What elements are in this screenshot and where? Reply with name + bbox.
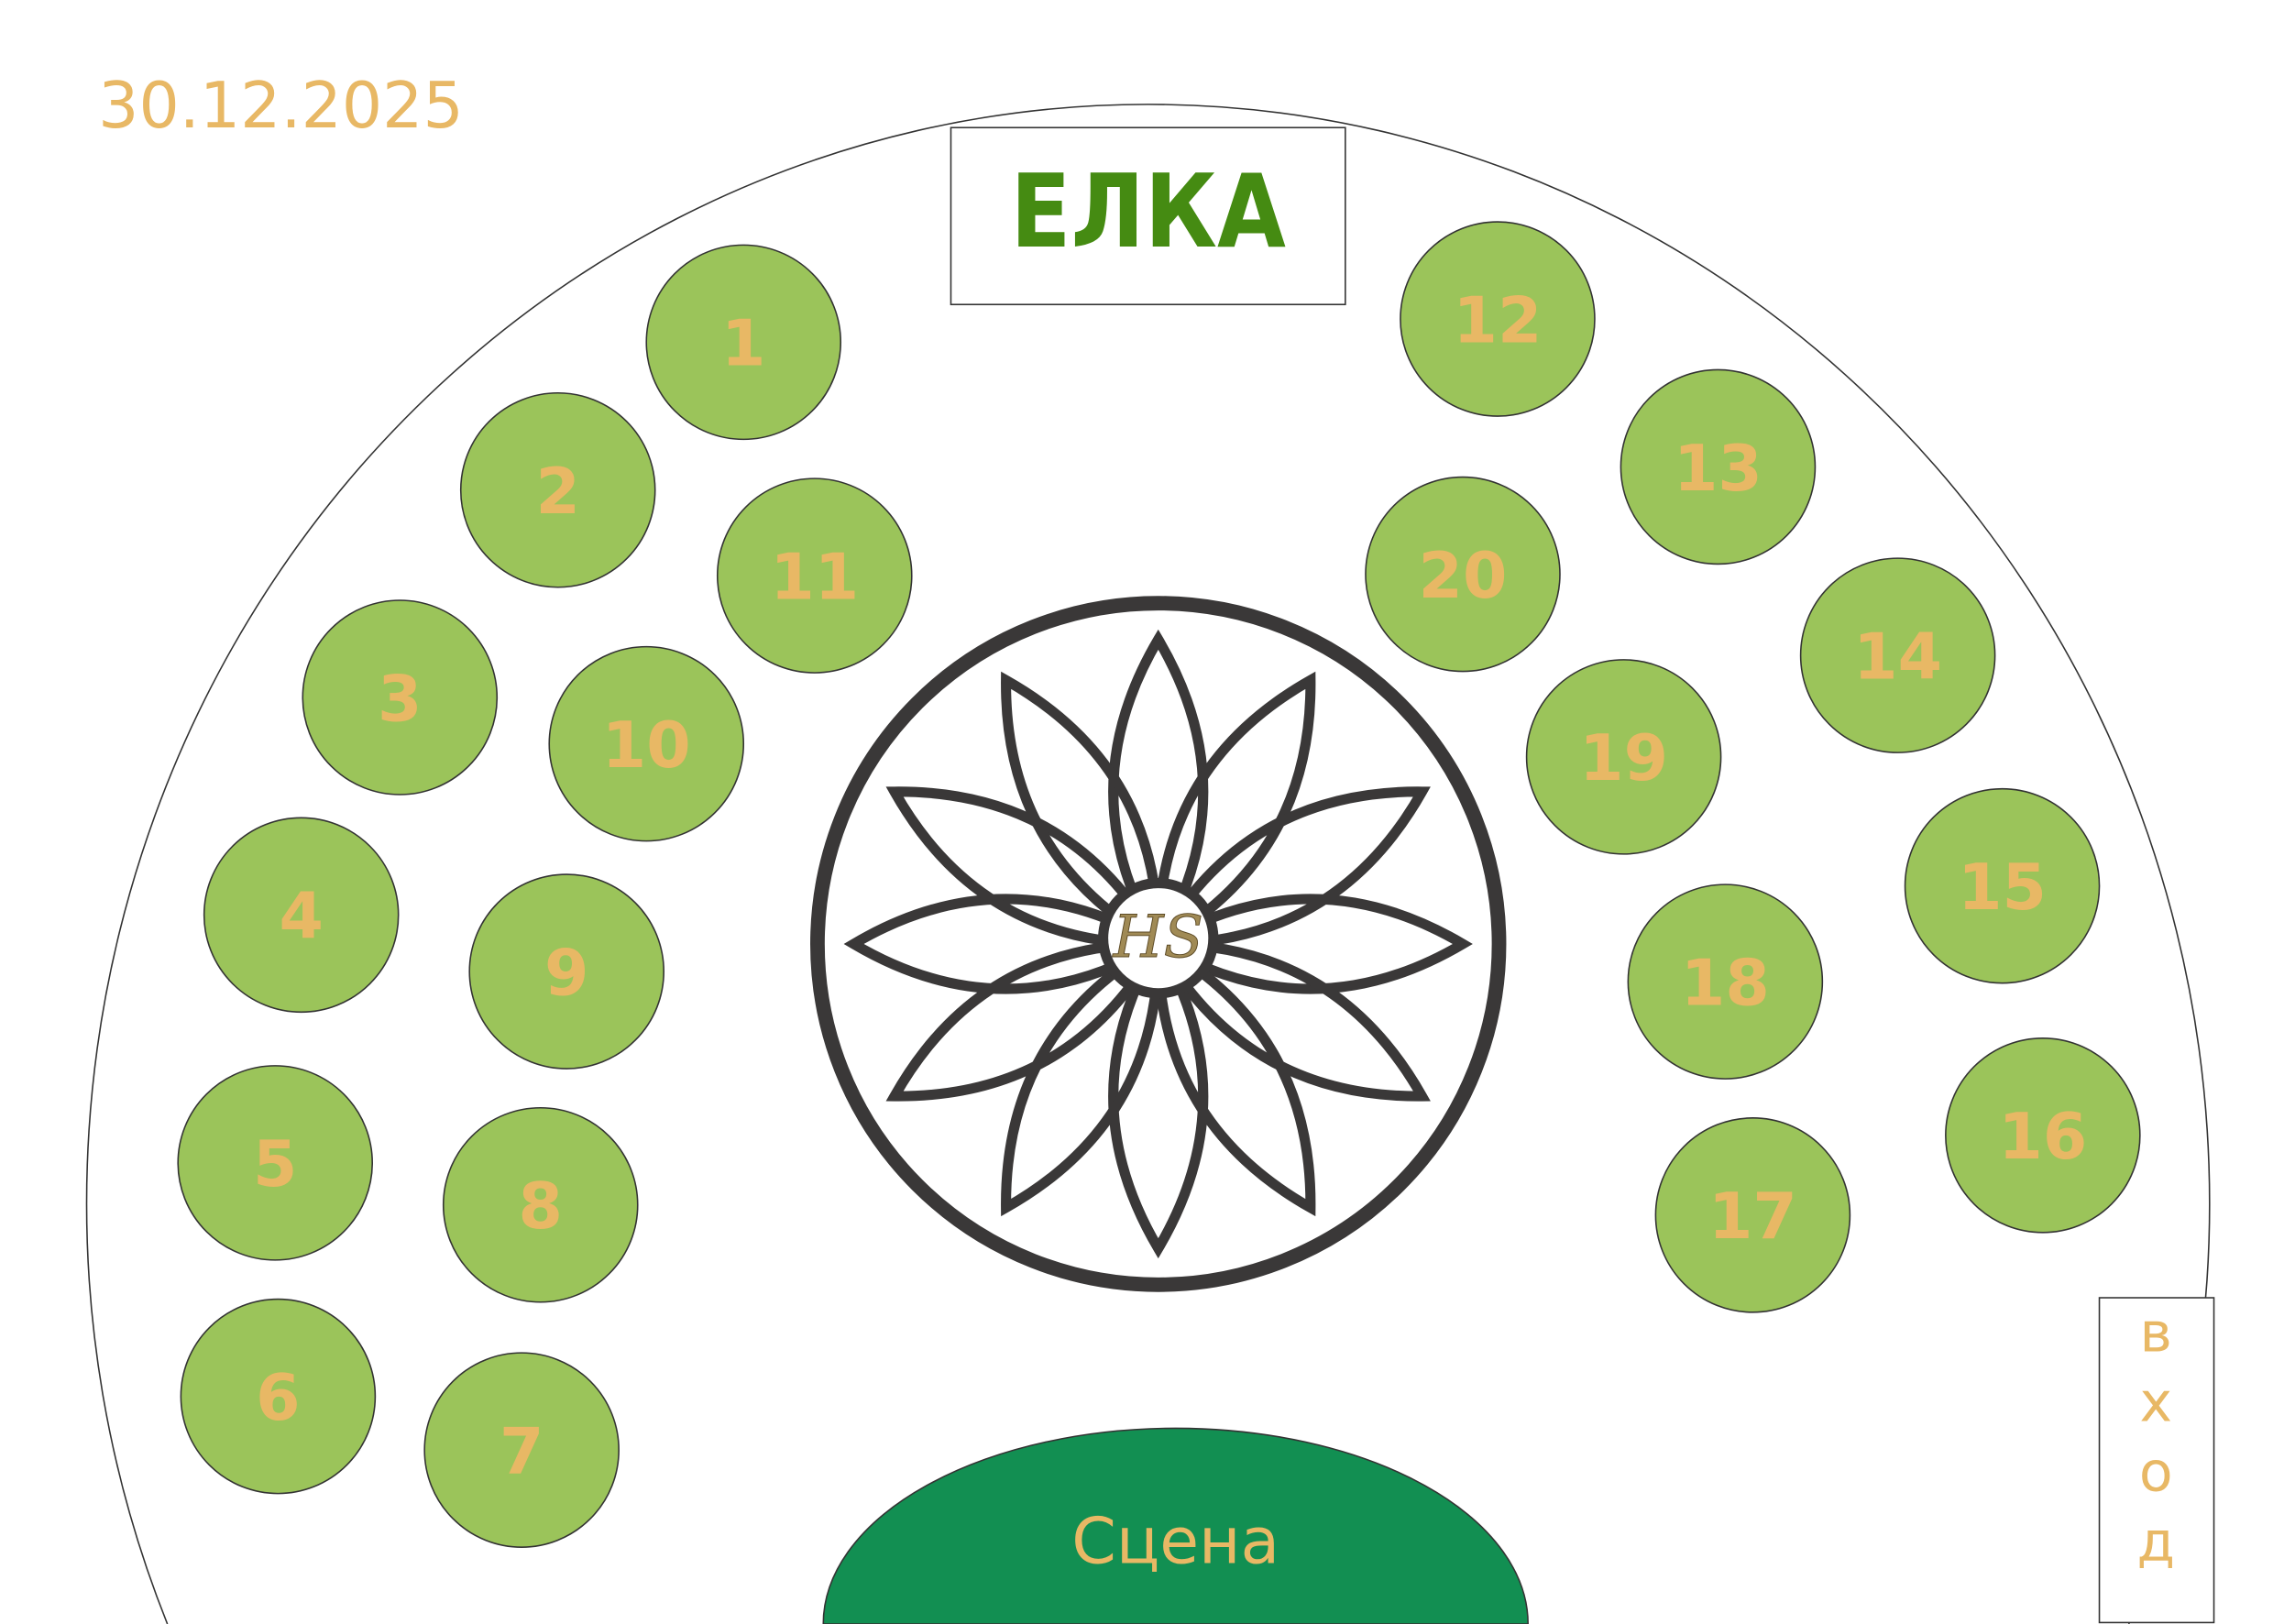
- stage-label: Сцена: [1071, 1505, 1279, 1579]
- entrance-letter: х: [2139, 1371, 2172, 1435]
- table-circle[interactable]: [203, 817, 400, 1014]
- table-number: 19: [1579, 721, 1668, 796]
- table-circle[interactable]: [548, 645, 745, 842]
- table-20[interactable]: 20: [1365, 476, 1561, 673]
- table-18[interactable]: 18: [1627, 883, 1824, 1080]
- table-number: 8: [519, 1169, 563, 1244]
- table-2[interactable]: 2: [459, 391, 656, 588]
- rosette-petal: [1153, 935, 1316, 1217]
- table-8[interactable]: 8: [442, 1106, 639, 1303]
- table-circle[interactable]: [1945, 1037, 2141, 1234]
- table-circle[interactable]: [177, 1065, 374, 1261]
- table-number: 4: [279, 880, 323, 954]
- floor-rosette: HS: [810, 596, 1507, 1292]
- rosette-petal: [1149, 786, 1431, 949]
- monogram: HS: [1112, 903, 1203, 971]
- table-13[interactable]: 13: [1620, 368, 1817, 565]
- entrance-box: [2098, 1297, 2215, 1624]
- rosette-petal: [1108, 629, 1209, 954]
- table-circle[interactable]: [1799, 557, 1996, 753]
- table-number: 14: [1853, 620, 1942, 694]
- table-12[interactable]: 12: [1400, 221, 1596, 417]
- table-number: 10: [602, 708, 691, 783]
- table-circle[interactable]: [180, 1298, 377, 1495]
- table-circle[interactable]: [1904, 787, 2101, 984]
- table-15[interactable]: 15: [1904, 787, 2101, 984]
- hall-outline: [85, 104, 2211, 1624]
- rosette-petal: [1149, 938, 1431, 1102]
- table-circle[interactable]: [1627, 883, 1824, 1080]
- table-9[interactable]: 9: [468, 873, 665, 1070]
- table-19[interactable]: 19: [1525, 659, 1722, 855]
- table-4[interactable]: 4: [203, 817, 400, 1014]
- table-circle[interactable]: [1620, 368, 1817, 565]
- entrance-letter: д: [2136, 1509, 2175, 1574]
- stage: [822, 1427, 1529, 1624]
- table-circle[interactable]: [1400, 221, 1596, 417]
- table-number: 18: [1681, 946, 1770, 1020]
- rosette-petal: [1001, 671, 1164, 953]
- table-number: 3: [378, 662, 422, 736]
- event-date: 30.12.2025: [98, 69, 464, 143]
- rosette-petal: [1147, 894, 1473, 994]
- table-circle[interactable]: [645, 244, 842, 441]
- table-number: 13: [1674, 432, 1762, 506]
- rosette-petal: [1153, 671, 1316, 953]
- table-number: 5: [253, 1127, 297, 1202]
- table-11[interactable]: 11: [716, 477, 913, 674]
- table-14[interactable]: 14: [1799, 557, 1996, 753]
- rosette-petal: [885, 786, 1168, 949]
- table-number: 15: [1958, 850, 2047, 925]
- rosette-petal: [885, 938, 1168, 1102]
- tree-box: [950, 126, 1346, 306]
- table-circle[interactable]: [1525, 659, 1722, 855]
- table-number: 12: [1454, 283, 1543, 357]
- table-circle[interactable]: [468, 873, 665, 1070]
- table-number: 9: [544, 936, 588, 1010]
- table-16[interactable]: 16: [1945, 1037, 2141, 1234]
- tree-label: ЕЛКА: [1010, 153, 1286, 271]
- table-circle[interactable]: [302, 599, 499, 796]
- rosette-petal: [1001, 935, 1164, 1217]
- table-circle[interactable]: [1654, 1117, 1851, 1313]
- table-number: 2: [536, 455, 580, 529]
- entrance-letter: о: [2139, 1440, 2173, 1504]
- table-circle[interactable]: [459, 391, 656, 588]
- table-circle[interactable]: [442, 1106, 639, 1303]
- table-circle[interactable]: [423, 1352, 620, 1548]
- table-10[interactable]: 10: [548, 645, 745, 842]
- table-number: 11: [770, 540, 859, 614]
- table-number: 7: [500, 1414, 544, 1488]
- table-circle[interactable]: [1365, 476, 1561, 673]
- table-number: 20: [1419, 539, 1508, 613]
- table-5[interactable]: 5: [177, 1065, 374, 1261]
- rosette-petal: [1108, 934, 1209, 1259]
- table-number: 17: [1708, 1180, 1797, 1254]
- table-circle[interactable]: [716, 477, 913, 674]
- table-3[interactable]: 3: [302, 599, 499, 796]
- table-7[interactable]: 7: [423, 1352, 620, 1548]
- entrance-letter: в: [2140, 1301, 2172, 1366]
- table-number: 6: [256, 1361, 300, 1435]
- table-17[interactable]: 17: [1654, 1117, 1851, 1313]
- table-6[interactable]: 6: [180, 1298, 377, 1495]
- table-number: 1: [721, 307, 765, 381]
- table-1[interactable]: 1: [645, 244, 842, 441]
- rosette-petal: [843, 894, 1169, 994]
- table-number: 16: [1998, 1100, 2087, 1174]
